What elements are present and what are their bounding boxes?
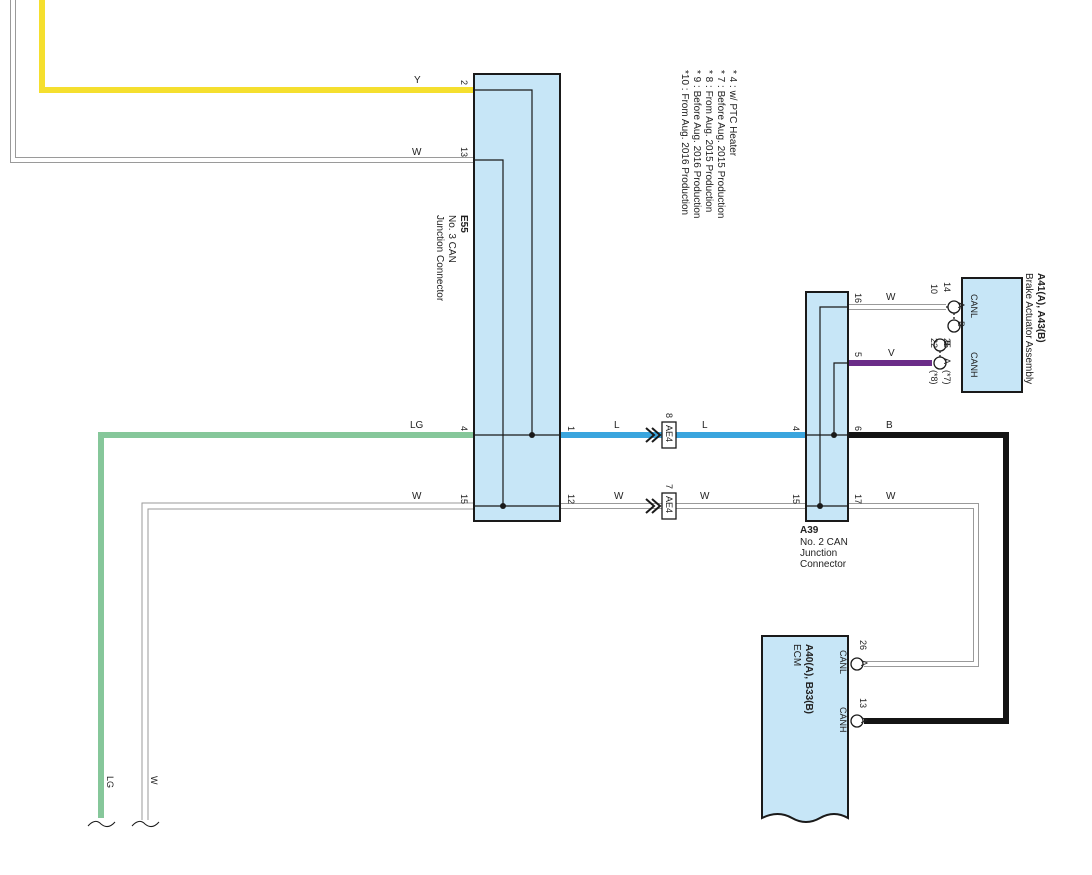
label-wire-y: Y xyxy=(414,75,421,86)
brake-letter-b-22: B xyxy=(942,340,952,346)
wire-w-top xyxy=(10,0,474,163)
ae4-code-top: AE4 xyxy=(664,425,674,442)
brake-note-8: (*8) xyxy=(929,370,939,385)
wire-break-lg xyxy=(87,820,116,828)
label-wire-l-right: L xyxy=(702,420,708,431)
e55-pin-4: 4 xyxy=(459,426,469,431)
label-wire-w-ecm: W xyxy=(886,491,896,502)
e55-connector xyxy=(473,73,561,522)
brake-letter-b-10: B xyxy=(956,321,966,327)
note-4: * 4 : w/ PTC Heater xyxy=(727,70,738,157)
label-wire-w-top: W xyxy=(412,147,422,158)
ae4-code-bottom: AE4 xyxy=(664,496,674,513)
ecm-name: ECM xyxy=(791,644,802,666)
label-wire-v: V xyxy=(888,348,895,359)
wire-lg xyxy=(98,432,474,818)
ecm-pin-26: 26 xyxy=(858,640,868,650)
a39-pin-15: 15 xyxy=(791,494,801,504)
brake-letter-a-25: A xyxy=(942,358,952,364)
ecm-letter-a-26: A xyxy=(859,660,869,666)
e55-name-1: No. 3 CAN xyxy=(446,215,457,263)
note-9: * 9 : Before Aug. 2016 Production xyxy=(691,70,702,218)
ecm-canh: CANH xyxy=(838,707,848,733)
wire-break-w xyxy=(131,820,160,828)
label-wire-b: B xyxy=(886,420,893,431)
label-wire-w-bottom: W xyxy=(149,776,159,785)
a39-pin-5: 5 xyxy=(853,352,863,357)
brake-canh: CANH xyxy=(969,352,979,378)
brake-pin-14: 14 xyxy=(942,282,952,292)
e55-name-2: Junction Connector xyxy=(434,215,445,302)
label-wire-w-mid: W xyxy=(412,491,422,502)
a39-code: A39 xyxy=(800,525,819,536)
a39-name-3: Connector xyxy=(800,559,847,570)
a39-pin-16: 16 xyxy=(853,293,863,303)
brake-code: A41(A), A43(B) xyxy=(1035,273,1046,343)
ae4-plug-top xyxy=(645,421,677,449)
brake-pin-22: 22 xyxy=(929,338,939,348)
ae4-pin-8: 8 xyxy=(664,413,674,418)
ecm-code: A40(A), B33(B) xyxy=(803,644,814,714)
ecm-letter-a-13: A xyxy=(859,717,869,723)
a39-name-2: Junction xyxy=(800,548,837,559)
ecm-box xyxy=(761,635,864,823)
note-8: * 8 : From Aug. 2015 Production xyxy=(703,70,714,212)
brake-pin-25: 25 xyxy=(942,338,952,348)
a39-pin-17: 17 xyxy=(853,494,863,504)
label-wire-w-ae4-right: W xyxy=(700,491,710,502)
label-wire-lg: LG xyxy=(410,420,424,431)
wire-b xyxy=(848,432,1009,724)
brake-name: Brake Actuator Assembly xyxy=(1023,273,1034,384)
e55-pin-2: 2 xyxy=(459,80,469,85)
brake-actuator-box xyxy=(933,277,1023,393)
a39-connector xyxy=(805,291,849,522)
e55-pin-15: 15 xyxy=(459,494,469,504)
e55-pin-1: 1 xyxy=(566,426,576,431)
ae4-pin-7: 7 xyxy=(664,484,674,489)
ae4-plug-bottom xyxy=(645,492,677,520)
brake-letter-a-14: A xyxy=(956,302,966,308)
a39-pin-6: 6 xyxy=(853,426,863,431)
ecm-canl: CANL xyxy=(838,650,848,674)
a39-name-1: No. 2 CAN xyxy=(800,537,848,548)
a39-pin-4: 4 xyxy=(791,426,801,431)
label-wire-lg-bottom: LG xyxy=(105,776,115,788)
e55-pin-12: 12 xyxy=(566,494,576,504)
e55-code: E55 xyxy=(458,215,469,233)
label-wire-w-ae4-left: W xyxy=(614,491,624,502)
e55-pin-13: 13 xyxy=(459,147,469,157)
note-7: * 7 : Before Aug. 2015 Production xyxy=(715,70,726,218)
note-10: *10 : From Aug. 2016 Production xyxy=(679,70,690,215)
wire-w-mid xyxy=(141,502,474,820)
wire-w-ecm xyxy=(848,503,979,667)
wire-y xyxy=(39,0,474,93)
brake-note-7: (*7) xyxy=(942,370,952,385)
label-wire-l-left: L xyxy=(614,420,620,431)
ecm-pin-13: 13 xyxy=(858,698,868,708)
brake-pin-10: 10 xyxy=(929,284,939,294)
label-wire-w-brake: W xyxy=(886,292,896,303)
brake-canl: CANL xyxy=(969,294,979,318)
